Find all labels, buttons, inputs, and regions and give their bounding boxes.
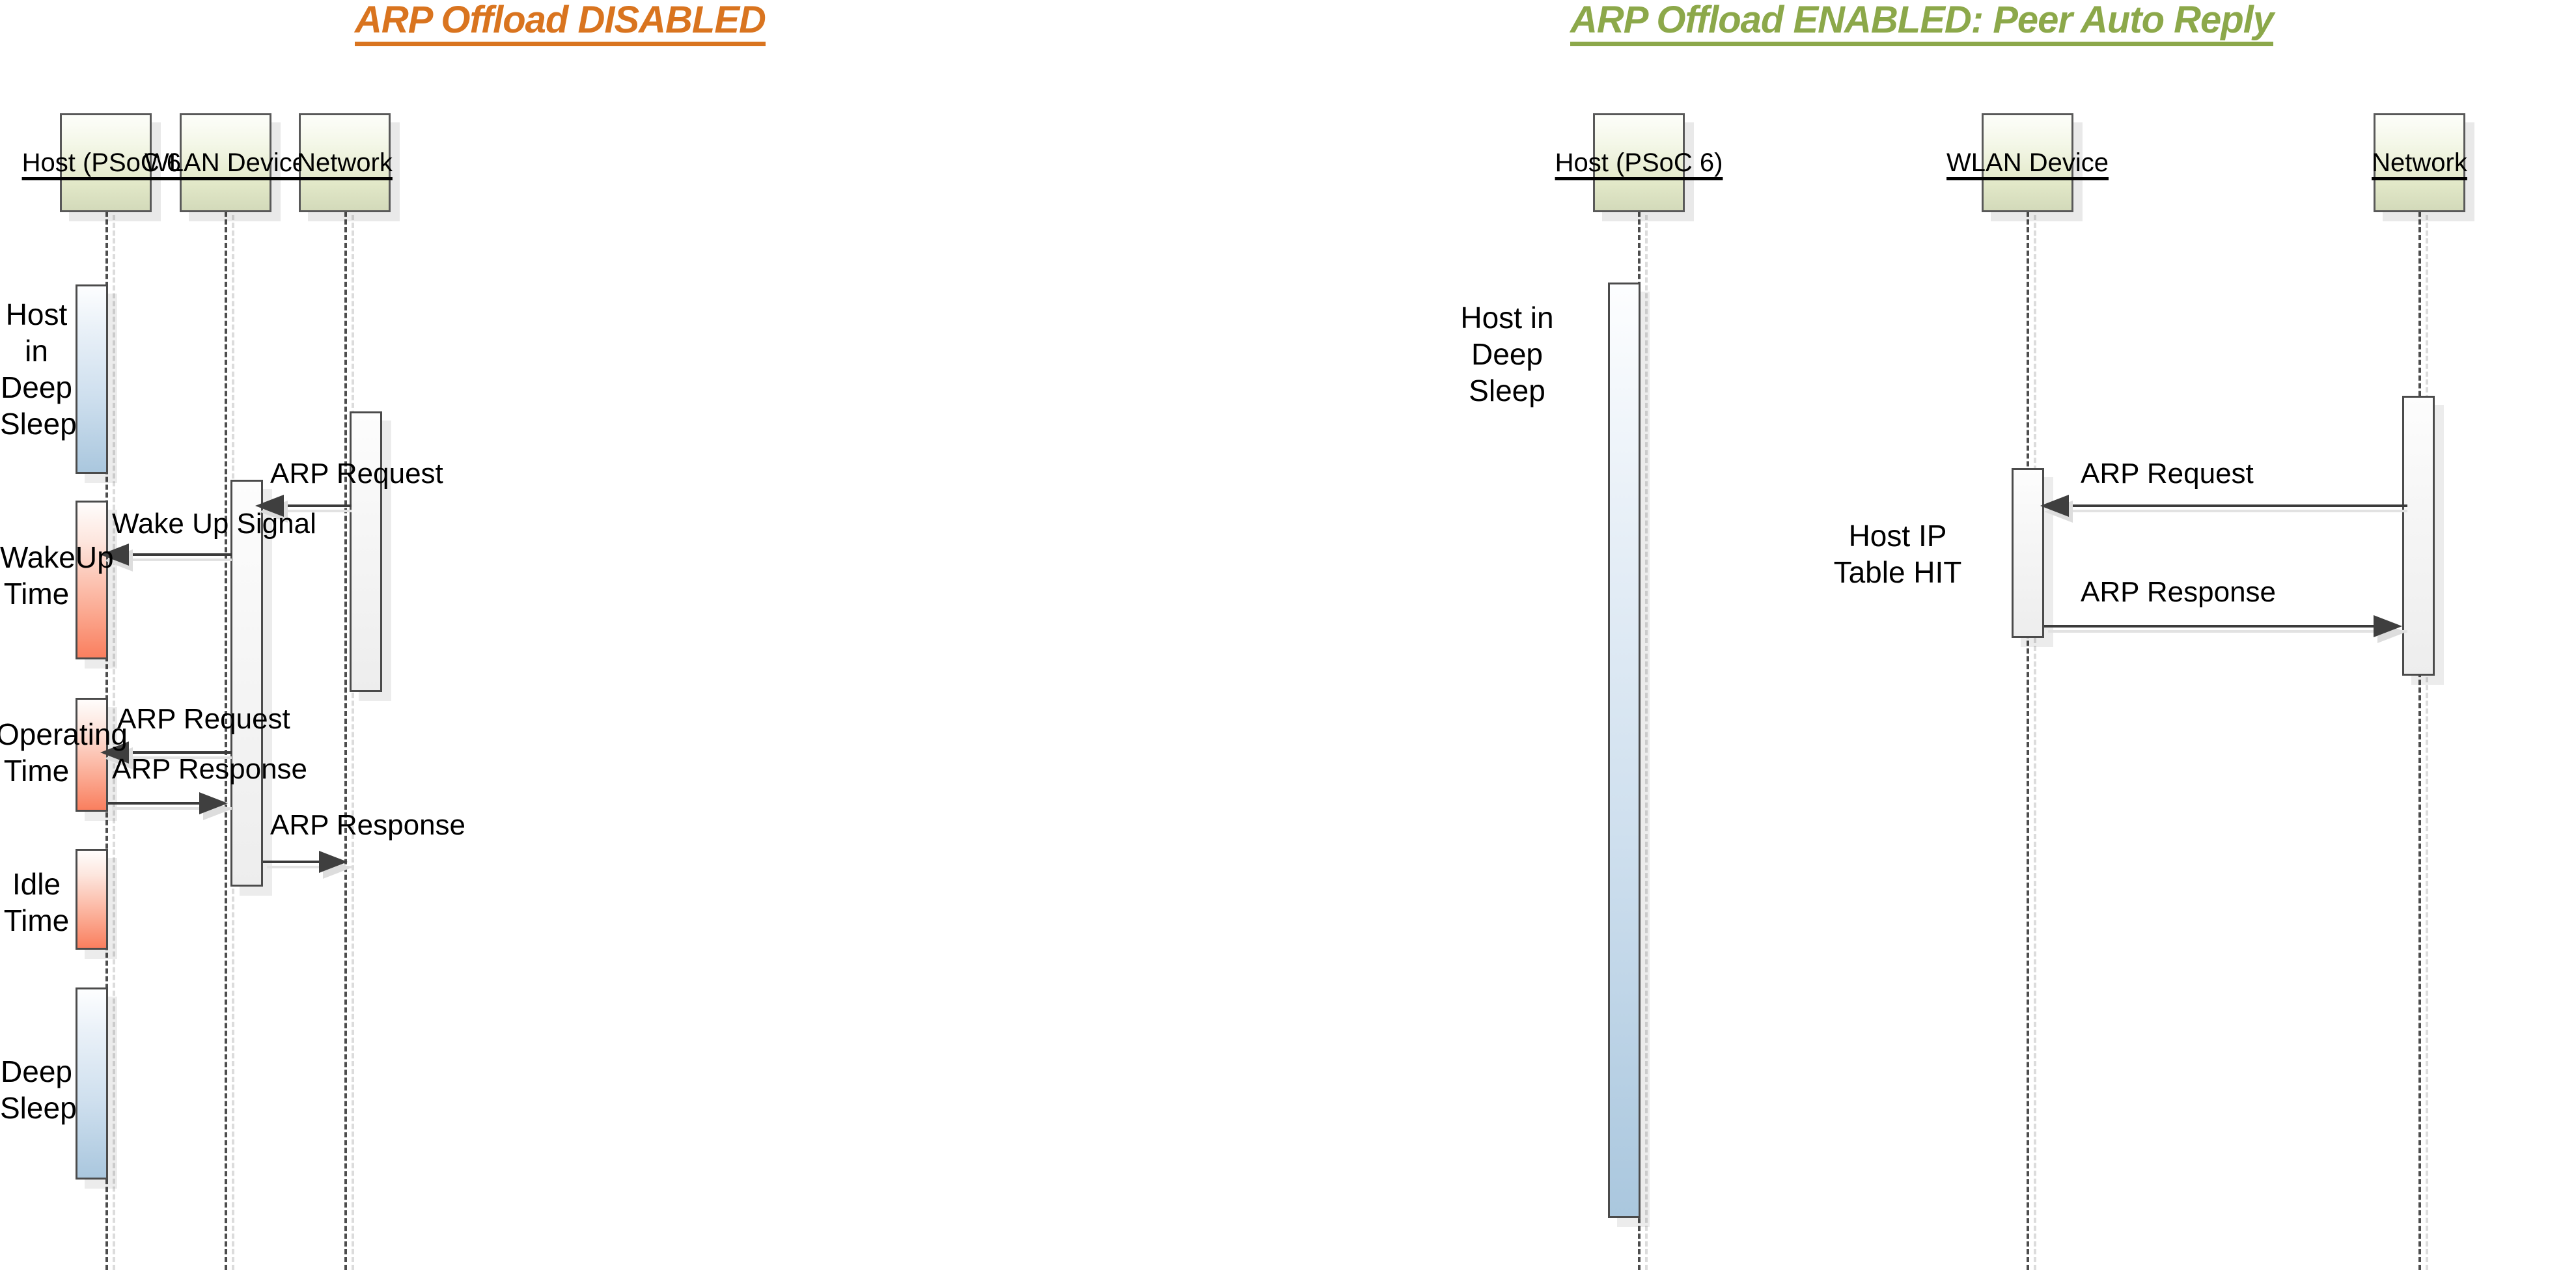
r-message-arrowhead-arp-request — [2040, 495, 2069, 517]
r-message-arrowhead-arp-response — [2374, 615, 2402, 637]
left-diagram-title: ARP Offload DISABLED — [355, 1, 766, 46]
activation-wlan[interactable] — [230, 480, 263, 887]
message-arrowhead-wake-up-signal — [100, 544, 129, 566]
state-label-host-deep-sleep-1: Host in Deep Sleep — [0, 297, 77, 441]
wlan-lifeline-dash — [225, 212, 227, 1270]
lifeline-host-label: Host (PSoC 6) — [21, 148, 190, 177]
network-lifeline-dash — [344, 212, 347, 1270]
network-lifeline-dash-shadow — [352, 215, 354, 1270]
activation-host-wakeup[interactable] — [76, 501, 108, 659]
message-line-shadow-1 — [267, 510, 352, 512]
state-label-wakeup-time: WakeUp Time — [0, 540, 114, 611]
message-line-wake-up-signal[interactable] — [108, 553, 232, 556]
r-lifeline-network[interactable]: Network — [2372, 113, 2467, 212]
message-line-shadow-2 — [112, 559, 232, 561]
message-label-arp-response-host-wlan: ARP Response — [112, 753, 308, 785]
message-line-arp-response-host-wlan[interactable] — [108, 802, 203, 805]
lifeline-host[interactable]: Host (PSoC 6) — [22, 113, 189, 212]
lifeline-wlan[interactable]: WLAN Device — [145, 113, 307, 212]
r-lifeline-host[interactable]: Host (PSoC 6) — [1555, 113, 1723, 212]
message-arrowhead-arp-response-host-wlan — [199, 792, 228, 814]
r-message-line-arp-request[interactable] — [2048, 504, 2407, 507]
message-label-arp-request-net-wlan: ARP Request — [270, 458, 443, 490]
activation-network[interactable] — [350, 411, 382, 692]
r-state-label-host-deep-sleep: Host in Deep Sleep — [1460, 301, 1554, 408]
message-line-shadow-4 — [112, 807, 232, 810]
r-activation-host-deep-sleep[interactable] — [1608, 283, 1641, 1218]
message-arrowhead-arp-request-wlan-host — [100, 741, 129, 764]
r-wlan-lifeline-dash — [2027, 212, 2029, 1270]
message-label-arp-response-wlan-net: ARP Response — [270, 809, 466, 841]
r-message-line-shadow-1 — [2052, 510, 2407, 512]
message-line-arp-request-net-wlan[interactable] — [263, 504, 352, 507]
r-activation-wlan[interactable] — [2012, 468, 2044, 638]
activation-host-idle[interactable] — [76, 849, 108, 950]
lifeline-wlan-label: WLAN Device — [145, 148, 307, 177]
r-state-label-host-ip-table-hit: Host IP Table HIT — [1833, 519, 1962, 590]
message-arrowhead-arp-response-wlan-net — [319, 851, 348, 873]
r-lifeline-wlan[interactable]: WLAN Device — [1946, 113, 2109, 212]
state-label-idle-time: Idle Time — [3, 867, 70, 938]
activation-host-deep-sleep-1[interactable] — [76, 284, 108, 474]
lifeline-network[interactable]: Network — [297, 113, 393, 212]
r-network-lifeline-dash — [2418, 212, 2421, 1270]
r-message-label-arp-response: ARP Response — [2081, 576, 2277, 608]
message-label-wake-up-signal: Wake Up Signal — [112, 508, 316, 540]
r-lifeline-wlan-label: WLAN Device — [1946, 148, 2109, 177]
message-line-arp-response-wlan-net[interactable] — [263, 861, 323, 863]
r-lifeline-network-label: Network — [2372, 148, 2467, 177]
message-arrowhead-arp-request-net-wlan — [255, 495, 284, 517]
activation-host-deep-sleep-2[interactable] — [76, 987, 108, 1180]
state-label-deep-sleep-2: Deep Sleep — [0, 1055, 77, 1125]
r-message-label-arp-request: ARP Request — [2081, 458, 2254, 490]
r-message-line-shadow-2 — [2048, 630, 2407, 633]
lifeline-network-label: Network — [297, 148, 393, 177]
message-line-shadow-5 — [267, 866, 352, 868]
r-host-lifeline-dash-shadow — [1645, 215, 1648, 1270]
r-activation-network[interactable] — [2402, 396, 2435, 676]
message-line-arp-request-wlan-host[interactable] — [108, 751, 232, 754]
state-label-operating-time: Operating Time — [0, 717, 128, 788]
r-message-line-arp-response[interactable] — [2044, 625, 2374, 628]
message-label-arp-request-wlan-host: ARP Request — [117, 703, 290, 735]
r-network-lifeline-dash-shadow — [2426, 215, 2428, 1270]
right-diagram-title: ARP Offload ENABLED: Peer Auto Reply — [1570, 1, 2274, 46]
message-line-shadow-3 — [112, 756, 232, 759]
r-wlan-lifeline-dash-shadow — [2034, 215, 2036, 1270]
r-lifeline-host-label: Host (PSoC 6) — [1555, 148, 1723, 177]
